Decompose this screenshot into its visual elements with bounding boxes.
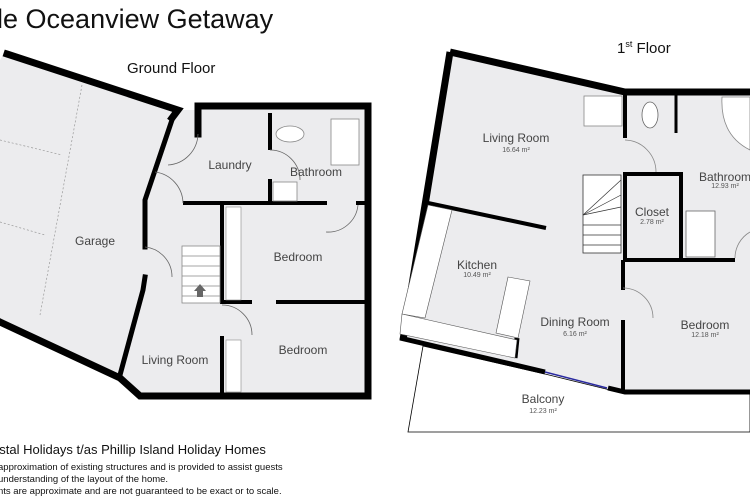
cabinet [583, 95, 623, 127]
disclaimer-line: nts are approximate and are not guarante… [0, 486, 282, 497]
shower-icon [685, 210, 716, 258]
first-floor-label: 1st Floor [617, 39, 671, 57]
sink-icon [272, 181, 298, 202]
ground-floor-walls [0, 49, 372, 400]
wardrobe [225, 339, 242, 393]
ground-stairs [181, 245, 221, 304]
disclaimer-line: understanding of the layout of the home. [0, 474, 169, 485]
room-label-bathroom: Bathroom [289, 165, 343, 179]
disclaimer-line: approximation of existing structures and… [0, 462, 283, 473]
room-area: 12.18 m² [691, 332, 719, 339]
room-label-bedroom: Bedroom [680, 318, 730, 332]
room-label-bathroom: Bathroom [698, 170, 750, 184]
room-label-dining-room: Dining Room [540, 315, 610, 329]
stairs-up-arrow-icon [194, 284, 206, 297]
room-label-closet: Closet [634, 205, 670, 219]
garage-parking-lines [0, 84, 83, 316]
wardrobe [225, 206, 242, 301]
balcony-area [407, 345, 750, 433]
kitchen-counter [399, 313, 518, 359]
room-label-laundry: Laundry [208, 158, 252, 172]
room-label-balcony: Balcony [521, 392, 565, 406]
room-area: 16.64 m² [502, 147, 530, 154]
ground-floor-doors [144, 133, 359, 336]
company-name: astal Holidays t/as Phillip Island Holid… [0, 442, 266, 457]
room-label-garage: Garage [74, 234, 116, 248]
room-area: 6.16 m² [563, 331, 587, 338]
room-label-bedroom: Bedroom [273, 250, 323, 264]
room-area: 10.49 m² [463, 272, 491, 279]
bathtub-icon [330, 118, 360, 166]
toilet-icon [641, 101, 659, 129]
room-label-living-room: Living Room [482, 131, 550, 145]
page-title: de Oceanview Getaway [0, 4, 274, 34]
room-label-kitchen: Kitchen [456, 258, 498, 272]
ground-floor-area [0, 52, 368, 395]
room-area: 12.93 m² [711, 183, 739, 190]
toilet-icon [275, 125, 305, 143]
ground-floor-label: Ground Floor [127, 60, 216, 77]
first-floor-doors [622, 139, 750, 319]
room-area: 2.78 m² [640, 219, 664, 226]
kitchen-island [495, 276, 531, 339]
room-area: 12.23 m² [529, 408, 557, 415]
first-floor-area [400, 52, 750, 390]
kitchen-counter [401, 204, 453, 319]
room-label-bedroom: Bedroom [278, 343, 328, 357]
room-label-living-room: Living Room [141, 353, 209, 367]
